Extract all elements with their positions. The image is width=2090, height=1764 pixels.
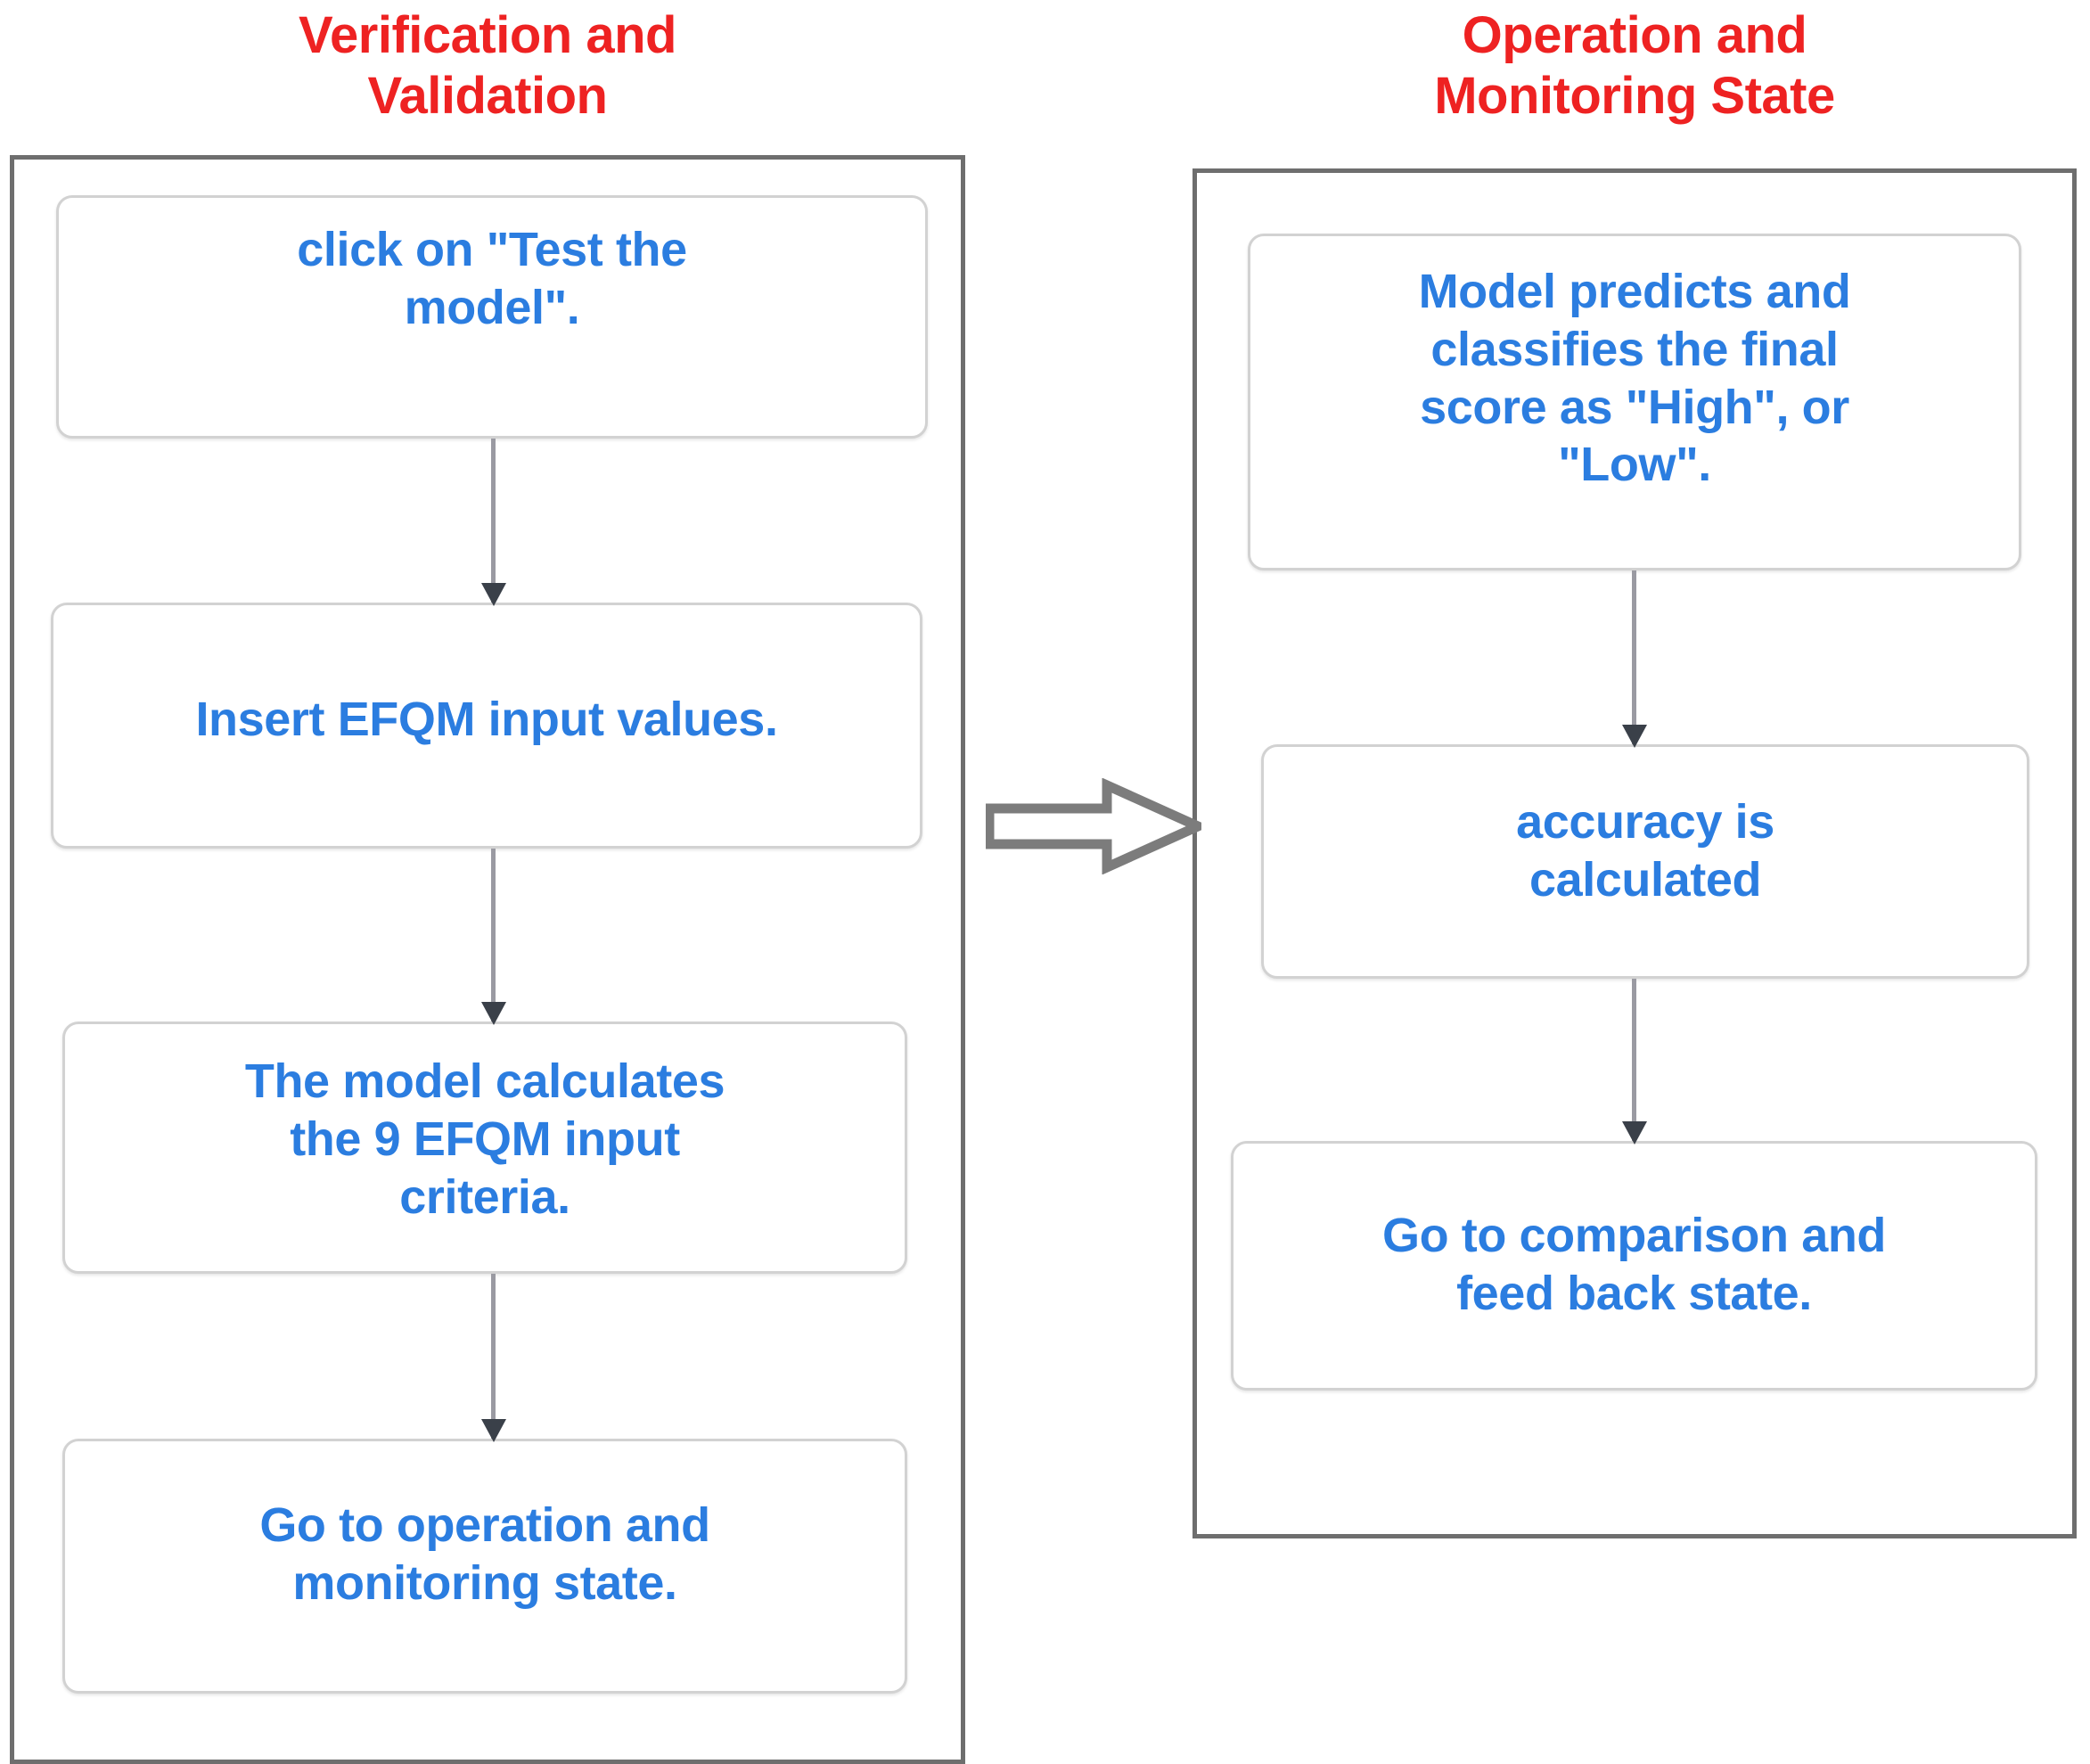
process-node-label: Go to comparison and feed back state. [1381, 1209, 1887, 1320]
down-arrow-icon [491, 849, 496, 1021]
column-title-operation-and-monitoring-state: Operation and Monitoring State [1434, 6, 1835, 126]
process-node-insert-efqm-input-values[interactable]: Insert EFQM input values. [51, 603, 922, 849]
process-node-label: Go to operation and monitoring state. [259, 1498, 710, 1610]
down-arrow-icon [1632, 979, 1636, 1141]
process-node-label: The model calculates the 9 EFQM input cr… [244, 1054, 725, 1224]
process-node-go-to-operation-monitoring[interactable]: Go to operation and monitoring state. [62, 1439, 907, 1694]
down-arrow-icon [1632, 570, 1636, 744]
process-node-click-test-the-model[interactable]: click on "Test the model". [56, 195, 928, 439]
process-node-go-to-comparison-feedback[interactable]: Go to comparison and feed back state. [1231, 1141, 2037, 1391]
process-node-label: click on "Test the model". [297, 223, 687, 334]
down-arrow-icon [491, 439, 496, 603]
right-block-arrow-icon [986, 778, 1201, 874]
column-title-verification-and-validation: Verification and Validation [299, 6, 676, 126]
process-node-label: Model predicts and classifies the final … [1418, 265, 1851, 492]
process-node-model-predicts-classifies[interactable]: Model predicts and classifies the final … [1248, 234, 2021, 570]
process-node-accuracy-is-calculated[interactable]: accuracy is calculated [1261, 744, 2029, 979]
process-node-label: Insert EFQM input values. [195, 693, 778, 746]
down-arrow-icon [491, 1274, 496, 1439]
process-node-model-calculates-criteria[interactable]: The model calculates the 9 EFQM input cr… [62, 1021, 907, 1274]
process-node-label: accuracy is calculated [1516, 795, 1774, 907]
